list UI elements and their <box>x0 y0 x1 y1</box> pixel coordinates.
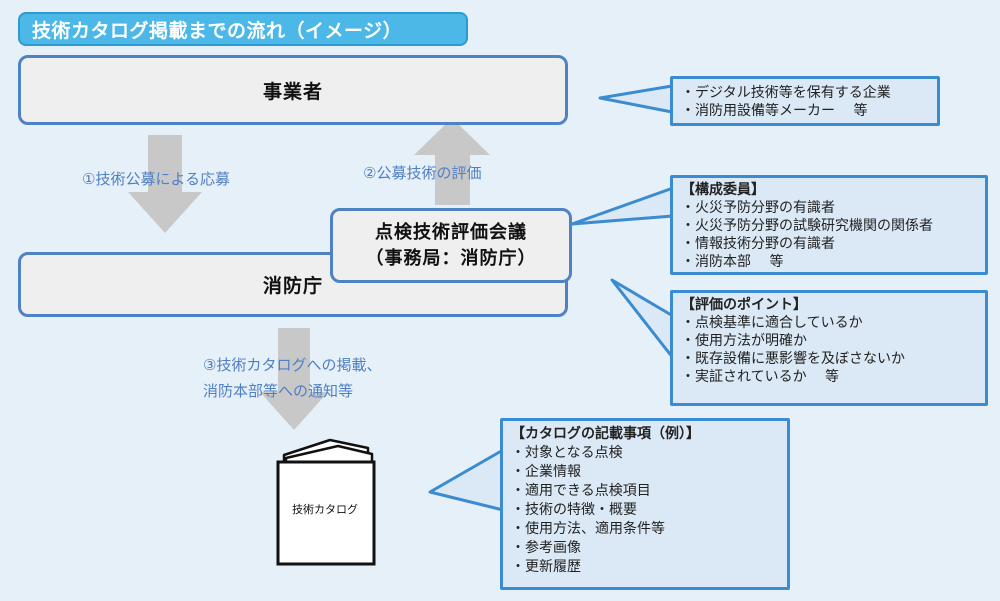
note-item: ・更新履歴 <box>511 559 581 575</box>
note-item: ・対象となる点検 <box>511 445 623 461</box>
arrow-up-evaluation <box>414 118 490 205</box>
note-heading: 【評価のポイント】 <box>681 297 807 313</box>
note-item: ・既存設備に悪影響を及ぼさないか <box>681 351 905 367</box>
note-catalog-contents: 【カタログの記載事項（例）】 ・対象となる点検 ・企業情報 ・適用できる点検項目… <box>500 418 790 590</box>
note-item: ・火災予防分野の試験研究機関の関係者 <box>681 218 933 234</box>
note-members: 【構成委員】 ・火災予防分野の有識者 ・火災予防分野の試験研究機関の関係者 ・情… <box>670 175 988 275</box>
note-item: ・火災予防分野の有識者 <box>681 200 835 216</box>
entity-jigyosha: 事業者 <box>18 55 568 125</box>
note-item: ・参考画像 <box>511 540 581 556</box>
callout-pointer-catalog <box>428 448 505 512</box>
note-item: ・消防用設備等メーカー 等 <box>681 103 868 119</box>
flow-label-application: ①技術公募による応募 <box>82 170 230 188</box>
note-jigyosha: ・デジタル技術等を保有する企業 ・消防用設備等メーカー 等 <box>670 76 940 126</box>
note-item: ・使用方法が明確か <box>681 333 807 349</box>
note-item: ・デジタル技術等を保有する企業 <box>681 85 891 101</box>
flow-label-publication-line1: ③技術カタログへの掲載、 <box>203 356 382 374</box>
catalog-book-icon <box>276 438 376 566</box>
note-item: ・点検基準に適合しているか <box>681 315 863 331</box>
flow-label-publication-line2: 消防本部等への通知等 <box>203 382 354 400</box>
arrow-down-publication <box>260 328 328 430</box>
note-heading: 【カタログの記載事項（例）】 <box>511 426 700 442</box>
council-secretariat: （事務局：消防庁） <box>365 247 537 269</box>
arrow-down-application <box>128 135 202 233</box>
note-item: ・消防本部 等 <box>681 254 784 270</box>
note-evaluation-points: 【評価のポイント】 ・点検基準に適合しているか ・使用方法が明確か ・既存設備に… <box>670 290 988 406</box>
flow-label-publication: ③技術カタログへの掲載、 消防本部等への通知等 <box>203 352 423 404</box>
note-heading: 【構成委員】 <box>681 182 765 198</box>
page-title: 技術カタログ掲載までの流れ（イメージ） <box>18 12 468 46</box>
entity-evaluation-council: 点検技術評価会議 （事務局：消防庁） <box>330 208 572 283</box>
note-item: ・使用方法、適用条件等 <box>511 521 665 537</box>
note-item: ・適用できる点検項目 <box>511 483 651 499</box>
note-item: ・実証されているか 等 <box>681 369 840 385</box>
callout-pointer-jigyosha <box>598 84 674 114</box>
flow-label-evaluation: ②公募技術の評価 <box>363 164 482 182</box>
note-item: ・企業情報 <box>511 464 581 480</box>
note-item: ・技術の特徴・概要 <box>511 502 637 518</box>
council-name: 点検技術評価会議 <box>375 221 527 243</box>
callout-pointer-members <box>570 186 675 226</box>
catalog-book-label: 技術カタログ <box>292 503 358 516</box>
note-item: ・情報技術分野の有識者 <box>681 236 835 252</box>
callout-pointer-points <box>610 278 675 360</box>
